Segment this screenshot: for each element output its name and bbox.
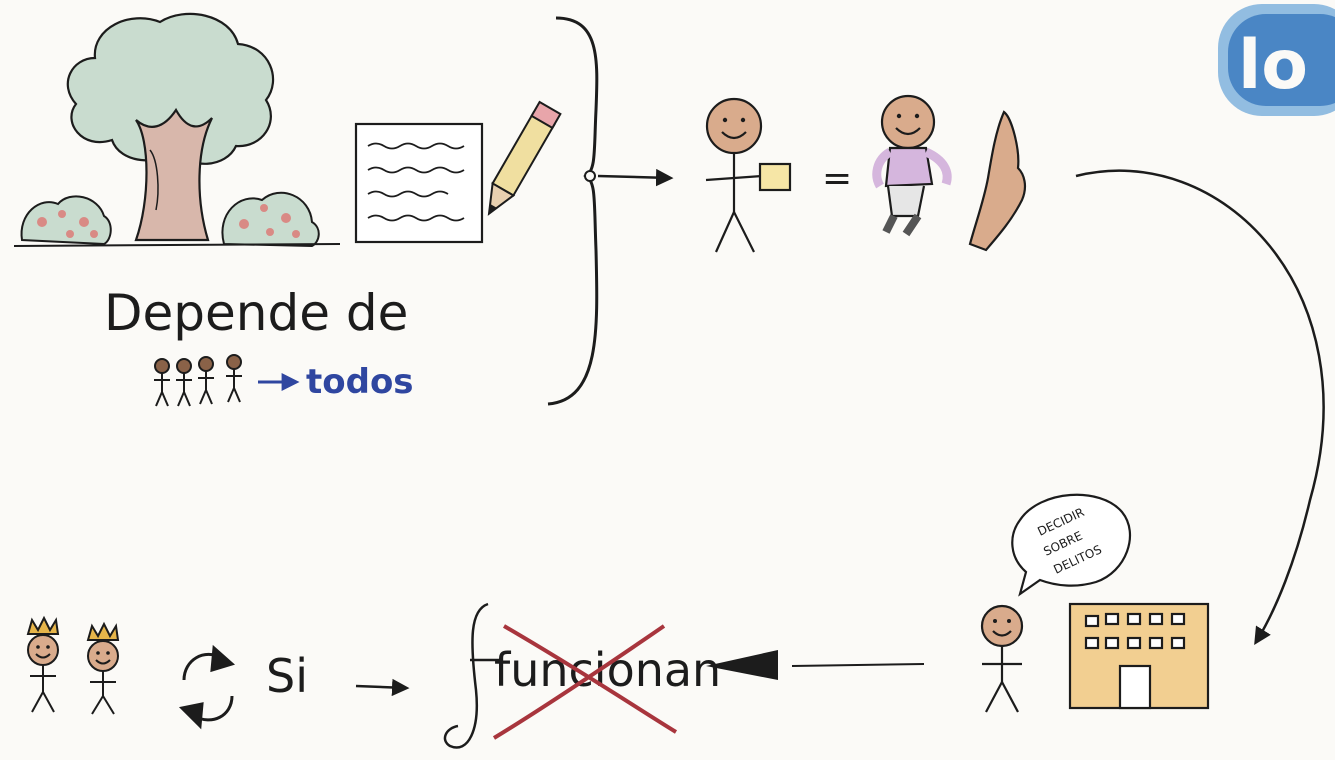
- building-icon: [1068, 602, 1210, 710]
- crowned-people-icon: [26, 615, 120, 715]
- tree-illustration: [13, 12, 341, 248]
- cycle-arrows-icon: [178, 644, 236, 730]
- todos-label: todos: [306, 362, 414, 402]
- happy-person-icon: [872, 94, 952, 237]
- brace-bracket: [547, 16, 599, 406]
- speaking-person-icon: [980, 604, 1024, 713]
- paper-pencil-icon: [354, 100, 562, 244]
- logo-mark: lo: [1218, 4, 1335, 116]
- cross-stroke-1: [502, 624, 678, 734]
- pointing-finger-icon: [968, 110, 1027, 252]
- bracket-arrow: [597, 168, 674, 187]
- depende-de-label: Depende de: [104, 284, 408, 342]
- curved-arrow: [1075, 169, 1325, 645]
- person-with-paper-icon: [705, 97, 792, 253]
- left-arrow-head: [706, 650, 778, 680]
- si-arrow: [355, 678, 410, 697]
- si-label: Si: [266, 649, 308, 703]
- equals-sign: =: [822, 158, 852, 199]
- funcionan-crossed: funcionan: [443, 602, 721, 749]
- logo-text: lo: [1238, 26, 1308, 105]
- cross-stroke-2: [492, 624, 666, 740]
- bracket-node: [584, 170, 596, 182]
- speech-bubble: DECIDIR SOBRE DELITOS: [1011, 493, 1132, 597]
- left-arrow-line: [791, 663, 925, 667]
- group-of-people-icon: [154, 354, 242, 407]
